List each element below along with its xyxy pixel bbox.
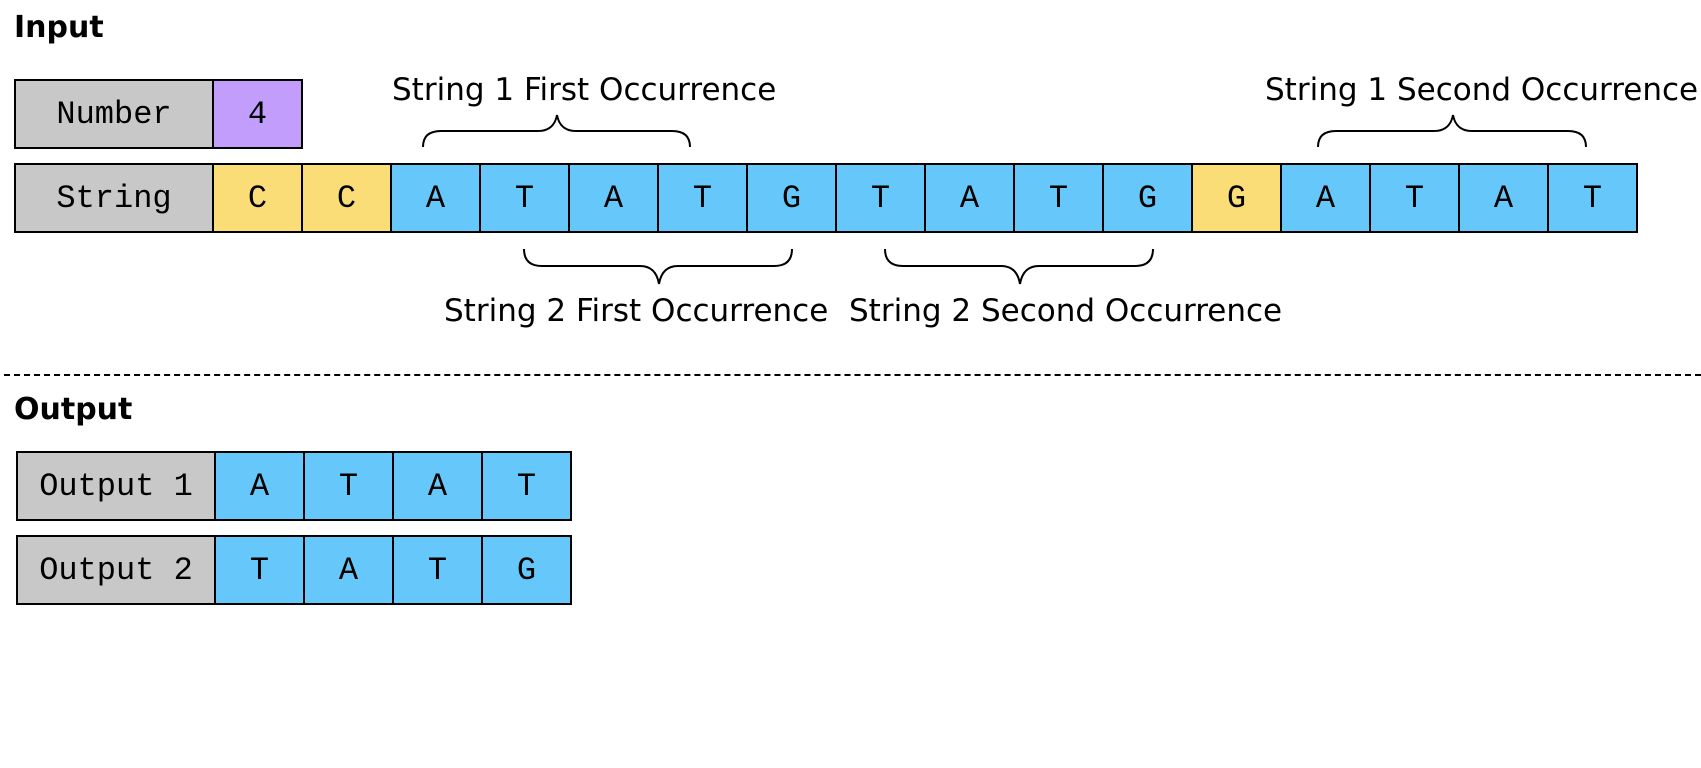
annotation-string1-first: String 1 First Occurrence [392, 72, 777, 108]
string-cell: T [1369, 163, 1460, 233]
number-label: Number [14, 79, 214, 149]
output-cell: T [392, 535, 483, 605]
brace-string2-second [884, 248, 1154, 285]
output-cell: T [481, 451, 572, 521]
annotation-string1-second: String 1 Second Occurrence [1265, 72, 1699, 108]
output-cell: A [214, 451, 305, 521]
brace-string1-second [1317, 114, 1587, 148]
brace-string2-first [523, 248, 793, 285]
string-cell: G [746, 163, 837, 233]
output-1-label: Output 1 [16, 451, 216, 521]
string-cell: A [1280, 163, 1371, 233]
output-section-title: Output [14, 392, 133, 427]
string-cell: A [1458, 163, 1549, 233]
string-cell: C [301, 163, 392, 233]
string-label: String [14, 163, 214, 233]
output-cell: A [303, 535, 394, 605]
annotation-string2-second: String 2 Second Occurrence [849, 293, 1283, 329]
string-cell: T [657, 163, 748, 233]
string-cell: A [924, 163, 1015, 233]
number-row: Number 4 [14, 79, 303, 149]
section-divider [4, 374, 1701, 376]
brace-string1-first [422, 114, 691, 148]
string-cell: A [568, 163, 659, 233]
output-cell: G [481, 535, 572, 605]
number-value: 4 [212, 79, 303, 149]
output-2-label: Output 2 [16, 535, 216, 605]
input-section-title: Input [14, 10, 104, 45]
string-cell: G [1102, 163, 1193, 233]
string-cell: T [835, 163, 926, 233]
string-cell: A [390, 163, 481, 233]
annotation-string2-first: String 2 First Occurrence [444, 293, 829, 329]
string-cell: T [479, 163, 570, 233]
output-cell: A [392, 451, 483, 521]
string-cell: T [1013, 163, 1104, 233]
string-cell: G [1191, 163, 1282, 233]
string-cell: T [1547, 163, 1638, 233]
output-cell: T [303, 451, 394, 521]
output-cell: T [214, 535, 305, 605]
string-cell: C [212, 163, 303, 233]
